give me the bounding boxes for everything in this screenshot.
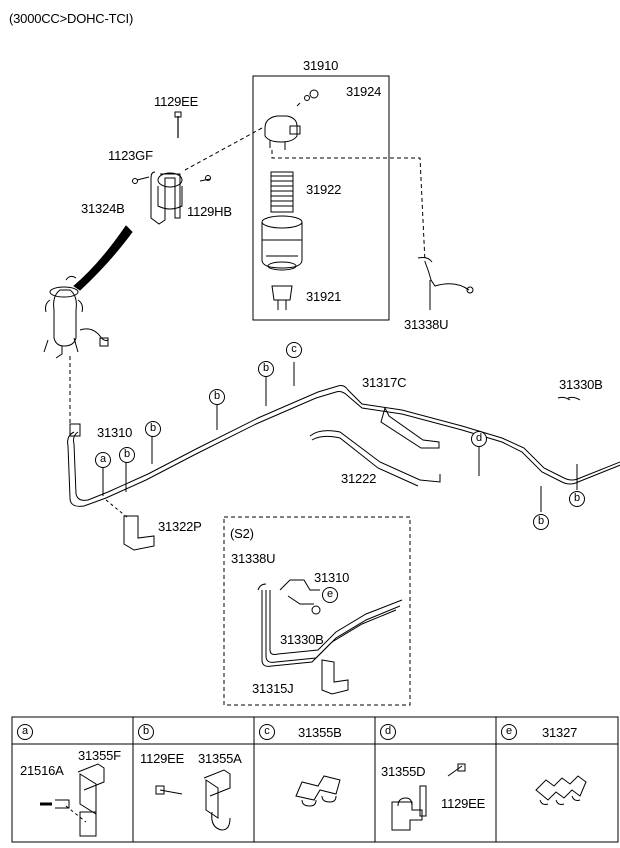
legend-d-part-1: 31355D — [381, 764, 426, 779]
legend-c-part-1: 31355B — [298, 725, 342, 740]
label-31921: 31921 — [306, 289, 342, 304]
label-31338U: 31338U — [404, 317, 449, 332]
label-31922: 31922 — [306, 182, 342, 197]
label-31330B: 31330B — [559, 377, 603, 392]
label-1129HB: 1129HB — [187, 204, 232, 219]
callout-c: c — [286, 342, 302, 358]
callout-b: b — [119, 447, 135, 463]
label-31322P: 31322P — [158, 519, 202, 534]
callout-b: b — [209, 389, 225, 405]
legend-d-part-2: 1129EE — [441, 796, 486, 811]
legend-e-part-1: 31327 — [542, 725, 578, 740]
legend-key-c: c — [259, 724, 275, 740]
callout-b: b — [258, 361, 274, 377]
callout-b: b — [533, 514, 549, 530]
s2-label-31315J: 31315J — [252, 681, 294, 696]
label-31222: 31222 — [341, 471, 377, 486]
label-1129EE: 1129EE — [154, 94, 199, 109]
callout-a: a — [95, 452, 111, 468]
callout-b: b — [569, 491, 585, 507]
legend-key-e: e — [501, 724, 517, 740]
label-31910: 31910 — [303, 58, 339, 73]
s2-label-31330B: 31330B — [280, 632, 324, 647]
label-1123GF: 1123GF — [108, 148, 153, 163]
s2-label-31338U: 31338U — [231, 551, 276, 566]
s2-title: (S2) — [230, 526, 254, 541]
callout-d: d — [471, 431, 487, 447]
s2-label-31310: 31310 — [314, 570, 350, 585]
legend-a-part-2: 31355F — [78, 748, 121, 763]
legend-b-part-1: 1129EE — [140, 751, 185, 766]
filter-assembly-box — [252, 75, 390, 321]
header-title: (3000CC>DOHC-TCI) — [9, 11, 134, 26]
legend-key-a: a — [17, 724, 33, 740]
legend-a-part-1: 21516A — [20, 763, 64, 778]
label-31324B: 31324B — [81, 201, 125, 216]
legend-b-part-2: 31355A — [198, 751, 242, 766]
legend-key-b: b — [138, 724, 154, 740]
label-31310: 31310 — [97, 425, 133, 440]
label-31317C: 31317C — [362, 375, 407, 390]
callout-e: e — [322, 587, 338, 603]
label-31924: 31924 — [346, 84, 382, 99]
legend-key-d: d — [380, 724, 396, 740]
callout-b: b — [145, 421, 161, 437]
